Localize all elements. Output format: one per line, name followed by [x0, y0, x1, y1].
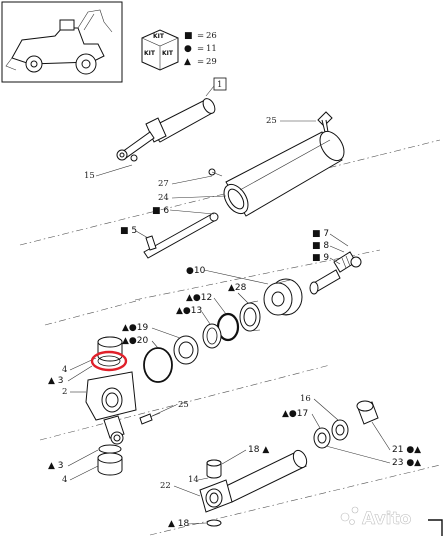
seal-18-bottom: [206, 519, 222, 527]
callout-17: ▲●17: [282, 409, 308, 419]
callout-22: 22: [160, 481, 171, 491]
rod-end-22: [199, 449, 308, 513]
callout-4-top: 4: [62, 365, 67, 375]
callout-15: 15: [84, 171, 95, 181]
kit-legend: KIT KIT KIT ■ = 26 ● = 11 ▲ = 29: [141, 29, 217, 71]
highlight-ring: [90, 350, 128, 372]
bushing-14: [206, 459, 222, 479]
valve-bolt-7-8-9: [309, 251, 362, 295]
kit-box-label-left: KIT: [144, 50, 156, 57]
kit-box-label-right: KIT: [162, 50, 174, 57]
callout-18-top: 18 ▲: [248, 445, 269, 455]
callout-10: ●10: [186, 266, 206, 276]
callout-5: ■ 5: [120, 226, 137, 236]
callout-20: ▲●20: [122, 336, 149, 346]
callout-1: 1: [217, 80, 222, 90]
callout-28: ▲28: [228, 283, 247, 293]
watermark-text: Avito: [362, 509, 411, 529]
callout-4-bottom: 4: [62, 475, 67, 485]
callout-3-top: ▲ 3: [48, 376, 64, 386]
piston-10: [263, 278, 303, 316]
kit-legend-eq-2: =: [197, 44, 204, 54]
callout-12: ▲●12: [186, 293, 212, 303]
kit-legend-symbol-3: ▲: [184, 57, 191, 67]
kit-legend-value-1: 26: [206, 31, 217, 41]
callout-box-1: [213, 77, 227, 91]
callout-18-bottom: ▲ 18: [168, 519, 190, 529]
callout-23: 23 ●▲: [392, 458, 421, 468]
seal-17: [313, 427, 331, 449]
cylinder-tube-24: [223, 130, 345, 217]
kit-box-icon: KIT KIT KIT: [141, 29, 179, 71]
machine-thumbnail: [1, 1, 123, 83]
kit-legend-symbol-1: ■: [184, 31, 193, 41]
cylinder-assembly-small: [116, 98, 216, 162]
kit-legend-eq-1: =: [197, 31, 204, 41]
bushing-4-bottom: [97, 452, 123, 476]
o-ring-20: [143, 347, 173, 383]
grease-nipple-27: [208, 168, 223, 177]
bushing-21: [356, 400, 379, 425]
callout-6: ■ 6: [152, 206, 169, 216]
callout-14: 14: [188, 475, 199, 485]
callout-27: 27: [158, 179, 169, 189]
seal-16: [331, 419, 349, 441]
seal-19: [173, 335, 199, 365]
bolt-25-top: [317, 111, 333, 133]
piston-rod-6: [143, 212, 219, 259]
kit-legend-value-2: 11: [206, 44, 217, 54]
callout-25-bottom: 25: [178, 400, 189, 410]
seal-ring-28: [239, 300, 261, 332]
avito-watermark: Avito: [340, 506, 412, 529]
callout-8: ■ 8: [312, 241, 329, 251]
bolt-25-bottom: [139, 412, 161, 425]
callout-21: 21 ●▲: [392, 445, 421, 455]
kit-legend-eq-3: =: [197, 57, 204, 67]
kit-box-label: KIT: [153, 33, 165, 40]
callout-2: 2: [62, 387, 67, 397]
callout-13: ▲●13: [176, 306, 202, 316]
spring-pin-5: [145, 235, 157, 251]
seal-ring-3-top: [97, 355, 121, 367]
callout-3-bottom: ▲ 3: [48, 461, 64, 471]
callout-25-top: 25: [266, 116, 277, 126]
callout-16: 16: [300, 394, 311, 404]
backup-ring-13: [202, 323, 222, 349]
callout-7: ■ 7: [312, 229, 329, 239]
callout-9: ■ 9: [312, 253, 329, 263]
corner-mark: [428, 519, 443, 536]
seal-ring-3-bottom: [98, 444, 122, 454]
rod-eye-2: [85, 371, 137, 445]
kit-legend-value-3: 29: [206, 57, 217, 67]
callout-19: ▲●19: [122, 323, 149, 333]
kit-legend-symbol-2: ●: [184, 44, 192, 54]
callout-24: 24: [158, 193, 169, 203]
